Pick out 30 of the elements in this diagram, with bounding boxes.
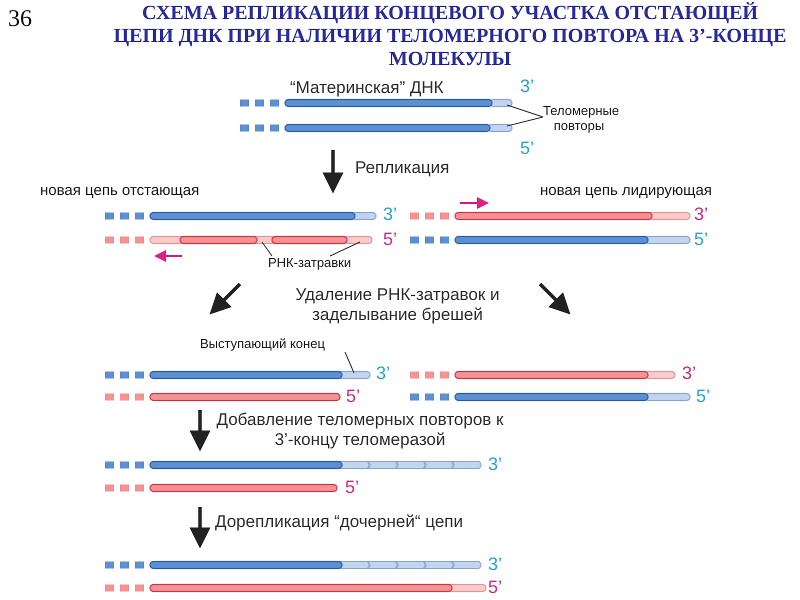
strand-end-label: 3’	[694, 204, 708, 225]
strand-end-label: 5’	[383, 229, 398, 250]
strand-end-label: 3’	[383, 204, 398, 225]
leader-line	[506, 104, 544, 118]
strand-end-label: 3’	[488, 554, 502, 575]
leader-line	[262, 242, 272, 256]
annotation-label: Выступающий конец	[200, 337, 325, 352]
leader-line	[344, 352, 354, 374]
step-caption: Удаление РНК-затравок и заделывание брешей	[294, 285, 500, 324]
strand-caption: “Материнская” ДНК	[290, 78, 444, 98]
strand-end-label: 5’	[696, 386, 710, 407]
strand-end-label: 3’	[376, 363, 390, 384]
page-number: 36	[8, 6, 32, 34]
annotation-label: РНК-затравки	[268, 256, 352, 271]
strand-caption: новая цепь лидирующая	[540, 182, 712, 200]
strand-end-label: 5’	[346, 386, 360, 407]
strand-end-label: 3’	[520, 76, 534, 97]
step-caption: Добавление теломерных повторов к 3’-концу теломеразой	[216, 410, 504, 450]
strand-caption: новая цепь отстающая	[40, 182, 200, 200]
strand-end-label: 3’	[488, 454, 502, 475]
step-caption: Дорепликация “дочерней“ цепи	[215, 512, 463, 532]
strand-end-label: 5’	[520, 138, 534, 159]
slide-title: СХЕМА РЕПЛИКАЦИИ КОНЦЕВОГО УЧАСТКА ОТСТАЮЩЕЙ ЦЕПИ ДНК ПРИ НАЛИЧИИ ТЕЛОМЕРНОГО ПОВТОРА НА 3’-КОНЦЕ МОЛЕКУЛЫ	[112, 2, 788, 71]
strand-end-label: 5’	[345, 477, 360, 498]
step-caption: Репликация	[355, 158, 450, 178]
strand-end-label: 3’	[682, 363, 696, 384]
strand-end-label: 5’	[694, 229, 708, 250]
leader-line	[330, 242, 360, 256]
leader-line	[506, 116, 544, 126]
strand-end-label: 5’	[488, 577, 502, 598]
